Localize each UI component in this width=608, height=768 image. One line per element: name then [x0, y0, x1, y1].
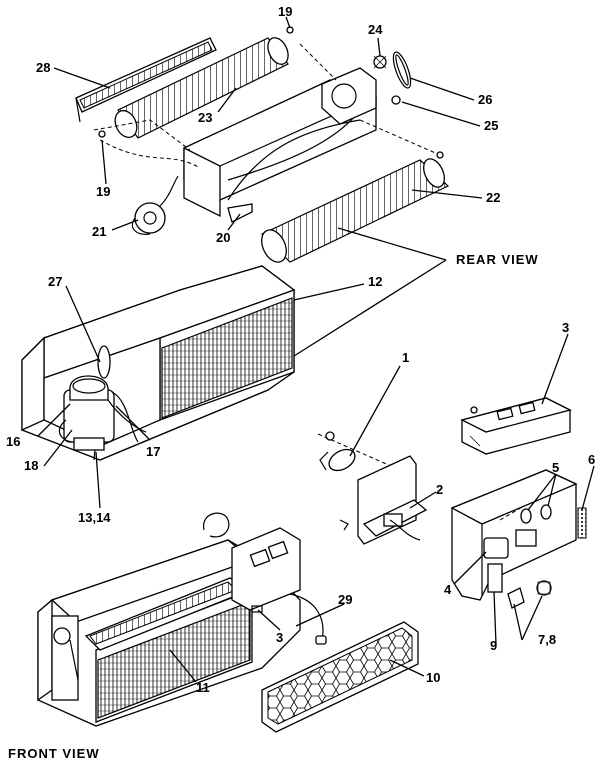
part-6-terminal-strip: [577, 507, 587, 539]
callout-9: 9: [490, 638, 497, 653]
callout-5: 5: [552, 460, 559, 475]
callout-labels: 28 19 24 26 25 23 19 21 20 22 REAR VIEW …: [6, 4, 595, 761]
callout-25: 25: [484, 118, 498, 133]
rear-view-caption: REAR VIEW: [456, 252, 539, 267]
part-26-belt: [392, 51, 412, 89]
callout-27: 27: [48, 274, 62, 289]
callout-19-left: 19: [96, 184, 110, 199]
blower-housing-frame: [93, 43, 441, 218]
part-5-switch-b: [540, 504, 552, 520]
part-5-switch-a: [520, 508, 532, 524]
leader-lines: [37, 16, 595, 683]
control-box-assembly: [450, 397, 587, 609]
callout-11: 11: [196, 680, 210, 695]
chassis-assembly: [21, 265, 296, 461]
part-12-coil: [161, 297, 293, 419]
callout-22: 22: [486, 190, 500, 205]
part-20-bracket: [227, 203, 253, 223]
part-27-capacitor: [97, 345, 111, 379]
rear-view-assembly: [75, 26, 450, 263]
callout-12: 12: [368, 274, 382, 289]
part-24-fan-hub: [373, 55, 387, 69]
part-1-2-control-bracket: [317, 431, 428, 545]
callout-28: 28: [36, 60, 50, 75]
callout-6: 6: [588, 452, 595, 467]
callout-16: 16: [6, 434, 20, 449]
part-9-terminal: [487, 563, 503, 593]
callout-13-14: 13,14: [78, 510, 111, 525]
part-22-blower-wheel-lower: [260, 158, 450, 263]
part-21-motor: [131, 175, 179, 235]
callout-3-top: 3: [562, 320, 569, 335]
callout-21: 21: [92, 224, 106, 239]
part-7-8-knobs: [507, 587, 525, 609]
front-view-caption: FRONT VIEW: [8, 746, 100, 761]
callout-17: 17: [146, 444, 160, 459]
part-25-washer: [391, 95, 401, 105]
callout-2: 2: [436, 482, 443, 497]
part-4-relay: [483, 537, 509, 559]
callout-26: 26: [478, 92, 492, 107]
compressor-group: [58, 375, 147, 451]
callout-23: 23: [198, 110, 212, 125]
callout-10: 10: [426, 670, 440, 685]
callout-29: 29: [338, 592, 352, 607]
callout-1: 1: [402, 350, 409, 365]
part-29-power-cord: [289, 593, 324, 641]
callout-18: 18: [24, 458, 38, 473]
part-10-filter: [261, 621, 419, 733]
part-19-screw-left: [98, 130, 106, 138]
callout-4: 4: [444, 582, 452, 597]
part-23-blower-wheel-upper: [114, 37, 289, 139]
callout-24: 24: [368, 22, 383, 37]
part-11-front-grille: [97, 601, 251, 719]
front-view-assembly: [37, 512, 327, 727]
part-28-grille-bar: [75, 37, 217, 123]
callout-20: 20: [216, 230, 230, 245]
callout-19-top: 19: [278, 4, 292, 19]
callout-3-bottom: 3: [276, 630, 283, 645]
part-19-screw-right: [436, 151, 444, 159]
callout-7-8: 7,8: [538, 632, 556, 647]
